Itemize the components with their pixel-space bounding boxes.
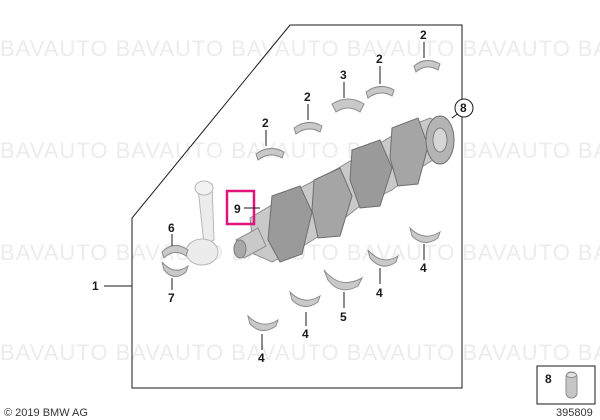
bearing-shell-3[interactable] bbox=[331, 98, 365, 113]
bearing-shell-2c[interactable] bbox=[365, 86, 395, 99]
watermark-row-1: BAVAUTO BAVAUTO BAVAUTO BAVAUTO BAVAUTO … bbox=[0, 36, 600, 61]
dowel-pin-top bbox=[566, 372, 577, 378]
upper-bearing-shells bbox=[255, 60, 441, 161]
counterweight-4 bbox=[389, 117, 429, 187]
callout-2a-label: 2 bbox=[262, 116, 269, 130]
connecting-rod-big-end bbox=[185, 238, 219, 266]
watermark-layer: BAVAUTO BAVAUTO BAVAUTO BAVAUTO BAVAUTO … bbox=[0, 36, 600, 365]
crankshaft-nose-end bbox=[233, 239, 247, 259]
callout-8-label: 8 bbox=[460, 101, 467, 115]
counterweight-1 bbox=[267, 185, 313, 263]
inset-number: 8 bbox=[545, 372, 552, 386]
bearing-shell-4c[interactable] bbox=[289, 290, 321, 307]
bearing-shell-2b[interactable] bbox=[293, 122, 323, 135]
rod-bearing-shell-7[interactable] bbox=[161, 261, 189, 277]
callout-2b-label: 2 bbox=[304, 90, 311, 104]
rod-bearing-shells bbox=[161, 245, 189, 277]
counterweight-3 bbox=[349, 139, 393, 209]
callout-4e-label: 4 bbox=[420, 261, 427, 275]
lower-bearing-shells bbox=[247, 226, 441, 331]
copyright-notice: © 2019 BMW AG bbox=[4, 407, 88, 419]
callout-4d-label: 4 bbox=[376, 286, 383, 300]
rod-bearing-shell-6[interactable] bbox=[161, 245, 189, 259]
callout-3-label: 3 bbox=[340, 68, 347, 82]
crankshaft[interactable] bbox=[233, 115, 455, 263]
watermark-row-2: BAVAUTO BAVAUTO BAVAUTO BAVAUTO BAVAUTO … bbox=[0, 138, 600, 163]
callout-2c-label: 2 bbox=[376, 52, 383, 66]
assembly-frame bbox=[131, 24, 463, 389]
inset-part-8[interactable]: 8 bbox=[536, 365, 596, 405]
callout-2d-label: 2 bbox=[420, 28, 427, 42]
counterweight-2 bbox=[311, 167, 353, 239]
callout-8-circle[interactable] bbox=[454, 98, 474, 118]
bearing-shell-5[interactable] bbox=[323, 269, 364, 291]
connecting-rod[interactable] bbox=[185, 180, 219, 266]
crankshaft-flange-hub bbox=[432, 127, 448, 153]
bearing-shell-2a[interactable] bbox=[255, 148, 285, 161]
diagram-code: 395809 bbox=[556, 407, 593, 419]
bearing-shell-4e[interactable] bbox=[409, 226, 441, 243]
callout-5-label: 5 bbox=[340, 310, 347, 324]
watermark-row-4: BAVAUTO BAVAUTO BAVAUTO BAVAUTO BAVAUTO … bbox=[0, 340, 600, 365]
bearing-shell-2d[interactable] bbox=[413, 60, 441, 73]
callout-4c-label: 4 bbox=[302, 327, 309, 341]
callout-9-label: 9 bbox=[234, 202, 241, 216]
callout-7-label: 7 bbox=[168, 291, 175, 305]
callout-1-label: 1 bbox=[92, 279, 99, 293]
callout-4b-label: 4 bbox=[258, 351, 265, 365]
connecting-rod-small-end bbox=[194, 180, 214, 196]
bearing-shell-4d[interactable] bbox=[367, 249, 399, 267]
bearing-shell-4b[interactable] bbox=[247, 314, 279, 331]
callout-6-label: 6 bbox=[168, 221, 175, 235]
